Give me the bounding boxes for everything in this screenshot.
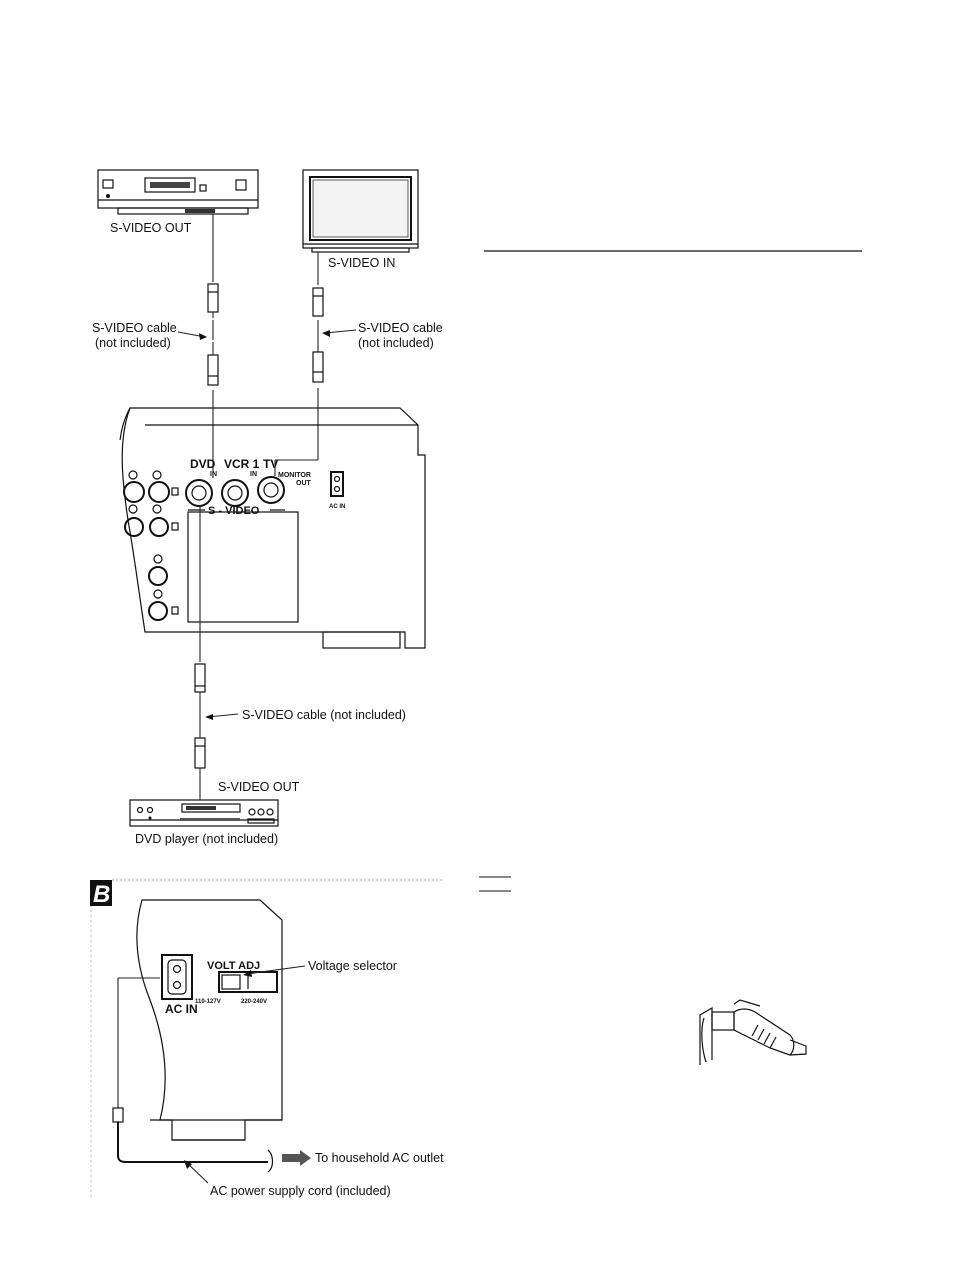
ac-plug-illustration [699, 999, 807, 1065]
tv-label: TV [263, 457, 278, 471]
vcr1-label: VCR 1 [224, 457, 260, 471]
ac-in-socket-small [330, 471, 344, 497]
receiver-rear-panel [119, 407, 426, 649]
svideo-plug-right-lower [312, 340, 324, 383]
volt-adj-label: VOLT ADJ [207, 960, 260, 972]
ac-in-label: AC IN [165, 1002, 198, 1016]
diagram-b-frame [90, 879, 442, 1200]
ac-in-socket [161, 954, 193, 1000]
tv-svideo-in-label: S-VIDEO IN [328, 256, 395, 270]
cable-bottom-label: S-VIDEO cable (not included) [242, 708, 406, 722]
dvd-player-label: DVD player (not included) [135, 832, 278, 846]
vcr-svideo-out-label: S-VIDEO OUT [110, 221, 192, 235]
voltage-high-label: 220-240V [241, 999, 267, 1005]
voltage-low-label: 110-127V [195, 999, 221, 1005]
vcr1-in-svideo-jack [221, 479, 249, 507]
svideo-plug-left-upper [207, 283, 219, 318]
dvd-svideo-out-label: S-VIDEO OUT [218, 780, 300, 794]
dvd-player [129, 799, 279, 827]
dvd-label: DVD [190, 457, 216, 471]
section-b-badge: B [93, 881, 110, 908]
tv-monitor [302, 169, 419, 253]
svideo-plug-left-lower [207, 342, 219, 386]
section-b-badge-bg [90, 880, 112, 906]
cable-right-label-2: (not included) [358, 336, 434, 350]
cable-right-label-1: S-VIDEO cable [358, 321, 443, 335]
dvd-in-svideo-jack [185, 479, 213, 507]
svideo-plug-bottom-upper [194, 663, 206, 693]
cable-left-label-2: (not included) [95, 336, 171, 350]
svideo-plug-right-upper [312, 287, 324, 317]
cord-label: AC power supply cord (included) [210, 1184, 391, 1198]
svideo-panel-label: S - VIDEO [208, 505, 260, 517]
receiver-side-body [136, 899, 283, 1141]
out-label: OUT [296, 480, 312, 487]
outlet-label: To household AC outlet [315, 1151, 444, 1165]
cable-left-label-1: S-VIDEO cable [92, 321, 177, 335]
monitor-label: MONITOR [278, 472, 311, 479]
dvd-in-label: IN [210, 471, 217, 478]
vcr1-in-label: IN [250, 471, 257, 478]
outlet-arrow [282, 1150, 311, 1166]
voltage-selector-label: Voltage selector [308, 959, 397, 973]
tv-monitor-out-svideo-jack [257, 476, 285, 504]
vcr-device [97, 169, 259, 215]
svideo-plug-bottom-lower [194, 737, 206, 769]
ac-in-small-label: AC IN [329, 504, 345, 510]
